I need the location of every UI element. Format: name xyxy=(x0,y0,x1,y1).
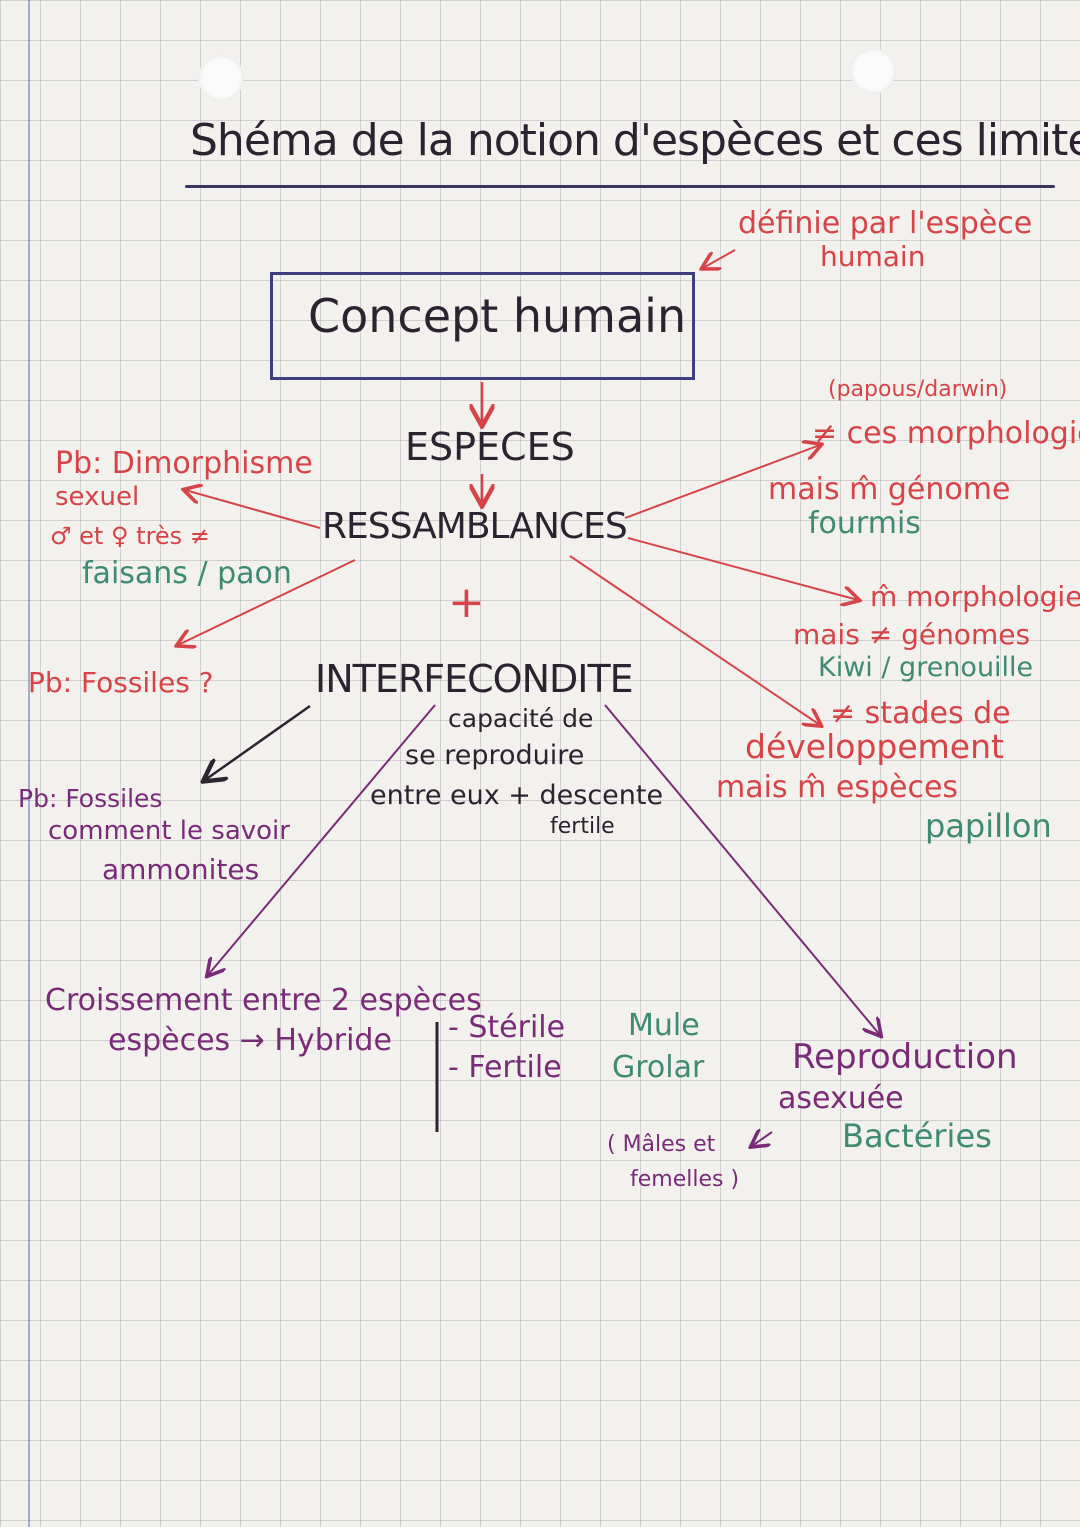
example-ammonites: ammonites xyxy=(102,853,260,886)
binder-hole-right xyxy=(850,48,896,94)
problem-fossils-1: Pb: Fossiles ? xyxy=(28,666,214,699)
definition-line3: entre eux + descente xyxy=(370,780,664,811)
case1-line1: (papous/darwin) xyxy=(828,377,1008,402)
arrow-to-note xyxy=(752,1132,773,1146)
case1-line3: mais m̂ génome xyxy=(768,472,1011,507)
example-mule: Mule xyxy=(628,1008,700,1043)
reproduction-line2: asexuée xyxy=(778,1081,904,1116)
node-interfecondite: INTERFECONDITE xyxy=(315,657,634,701)
concept-box-label: Concept humain xyxy=(308,289,687,343)
arrow-annotation-to-box xyxy=(703,249,736,268)
page-title: Shéma de la notion d'espèces et ces limi… xyxy=(190,115,1080,166)
definition-line1: capacité de xyxy=(448,704,594,733)
example-fourmis: fourmis xyxy=(808,506,921,541)
binder-hole-left xyxy=(198,55,244,101)
case1-line2: ≠ ces morphologie xyxy=(812,416,1080,451)
case2-line2: mais ≠ génomes xyxy=(793,618,1031,651)
note-line2: femelles ) xyxy=(630,1167,740,1192)
node-ressemblances: RESSAMBLANCES xyxy=(322,506,628,547)
definition-line2: se reproduire xyxy=(405,740,585,771)
arrow-to-fossils-2 xyxy=(205,704,311,780)
example-papillon: papillon xyxy=(925,807,1052,845)
arrow-to-crossing xyxy=(208,704,436,975)
notebook-margin-line xyxy=(28,0,30,1527)
example-bacteries: Bactéries xyxy=(842,1117,992,1155)
arrow-to-case3 xyxy=(569,555,820,725)
arrow-to-reproduction xyxy=(604,704,880,1035)
annotation-defined-by-human-line2: humain xyxy=(820,240,926,273)
problem-fossils-2-line2: comment le savoir xyxy=(48,816,290,846)
problem-dimorphism-line1: Pb: Dimorphisme xyxy=(55,446,313,481)
arrow-to-fossils-1 xyxy=(178,559,356,645)
arrow-to-case2 xyxy=(627,537,858,600)
node-especes: ESPECES xyxy=(405,425,575,469)
note-line1: ( Mâles et xyxy=(607,1132,716,1157)
example-kiwi-grenouille: Kiwi / grenouille xyxy=(818,652,1034,683)
example-faisans-paon: faisans / paon xyxy=(82,556,292,591)
example-grolar: Grolar xyxy=(612,1050,705,1085)
definition-line4: fertile xyxy=(550,814,615,839)
annotation-defined-by-human-line1: définie par l'espèce xyxy=(738,206,1033,241)
crossing-line2: espèces → Hybride xyxy=(108,1023,392,1058)
case3-line1: ≠ stades de xyxy=(830,696,1011,731)
reproduction-line1: Reproduction xyxy=(792,1037,1018,1077)
problem-fossils-2-line1: Pb: Fossiles xyxy=(18,784,163,813)
plus-sign: + xyxy=(448,577,485,628)
problem-dimorphism-line3: ♂ et ♀ très ≠ xyxy=(50,522,210,550)
problem-dimorphism-line2: sexuel xyxy=(55,482,140,512)
hybrid-fertile-label: - Fertile xyxy=(448,1050,562,1085)
arrow-to-dimorphism xyxy=(185,490,321,529)
case2-line1: m̂ morphologie xyxy=(870,580,1080,613)
case3-line3: mais m̂ espèces xyxy=(716,770,959,805)
title-underline xyxy=(185,185,1055,188)
hybrid-sterile-label: - Stérile xyxy=(448,1010,566,1045)
case3-line2: développement xyxy=(745,727,1004,766)
crossing-line1: Croissement entre 2 espèces xyxy=(45,983,482,1018)
concept-box xyxy=(270,272,695,380)
arrow-to-case1 xyxy=(624,445,820,519)
